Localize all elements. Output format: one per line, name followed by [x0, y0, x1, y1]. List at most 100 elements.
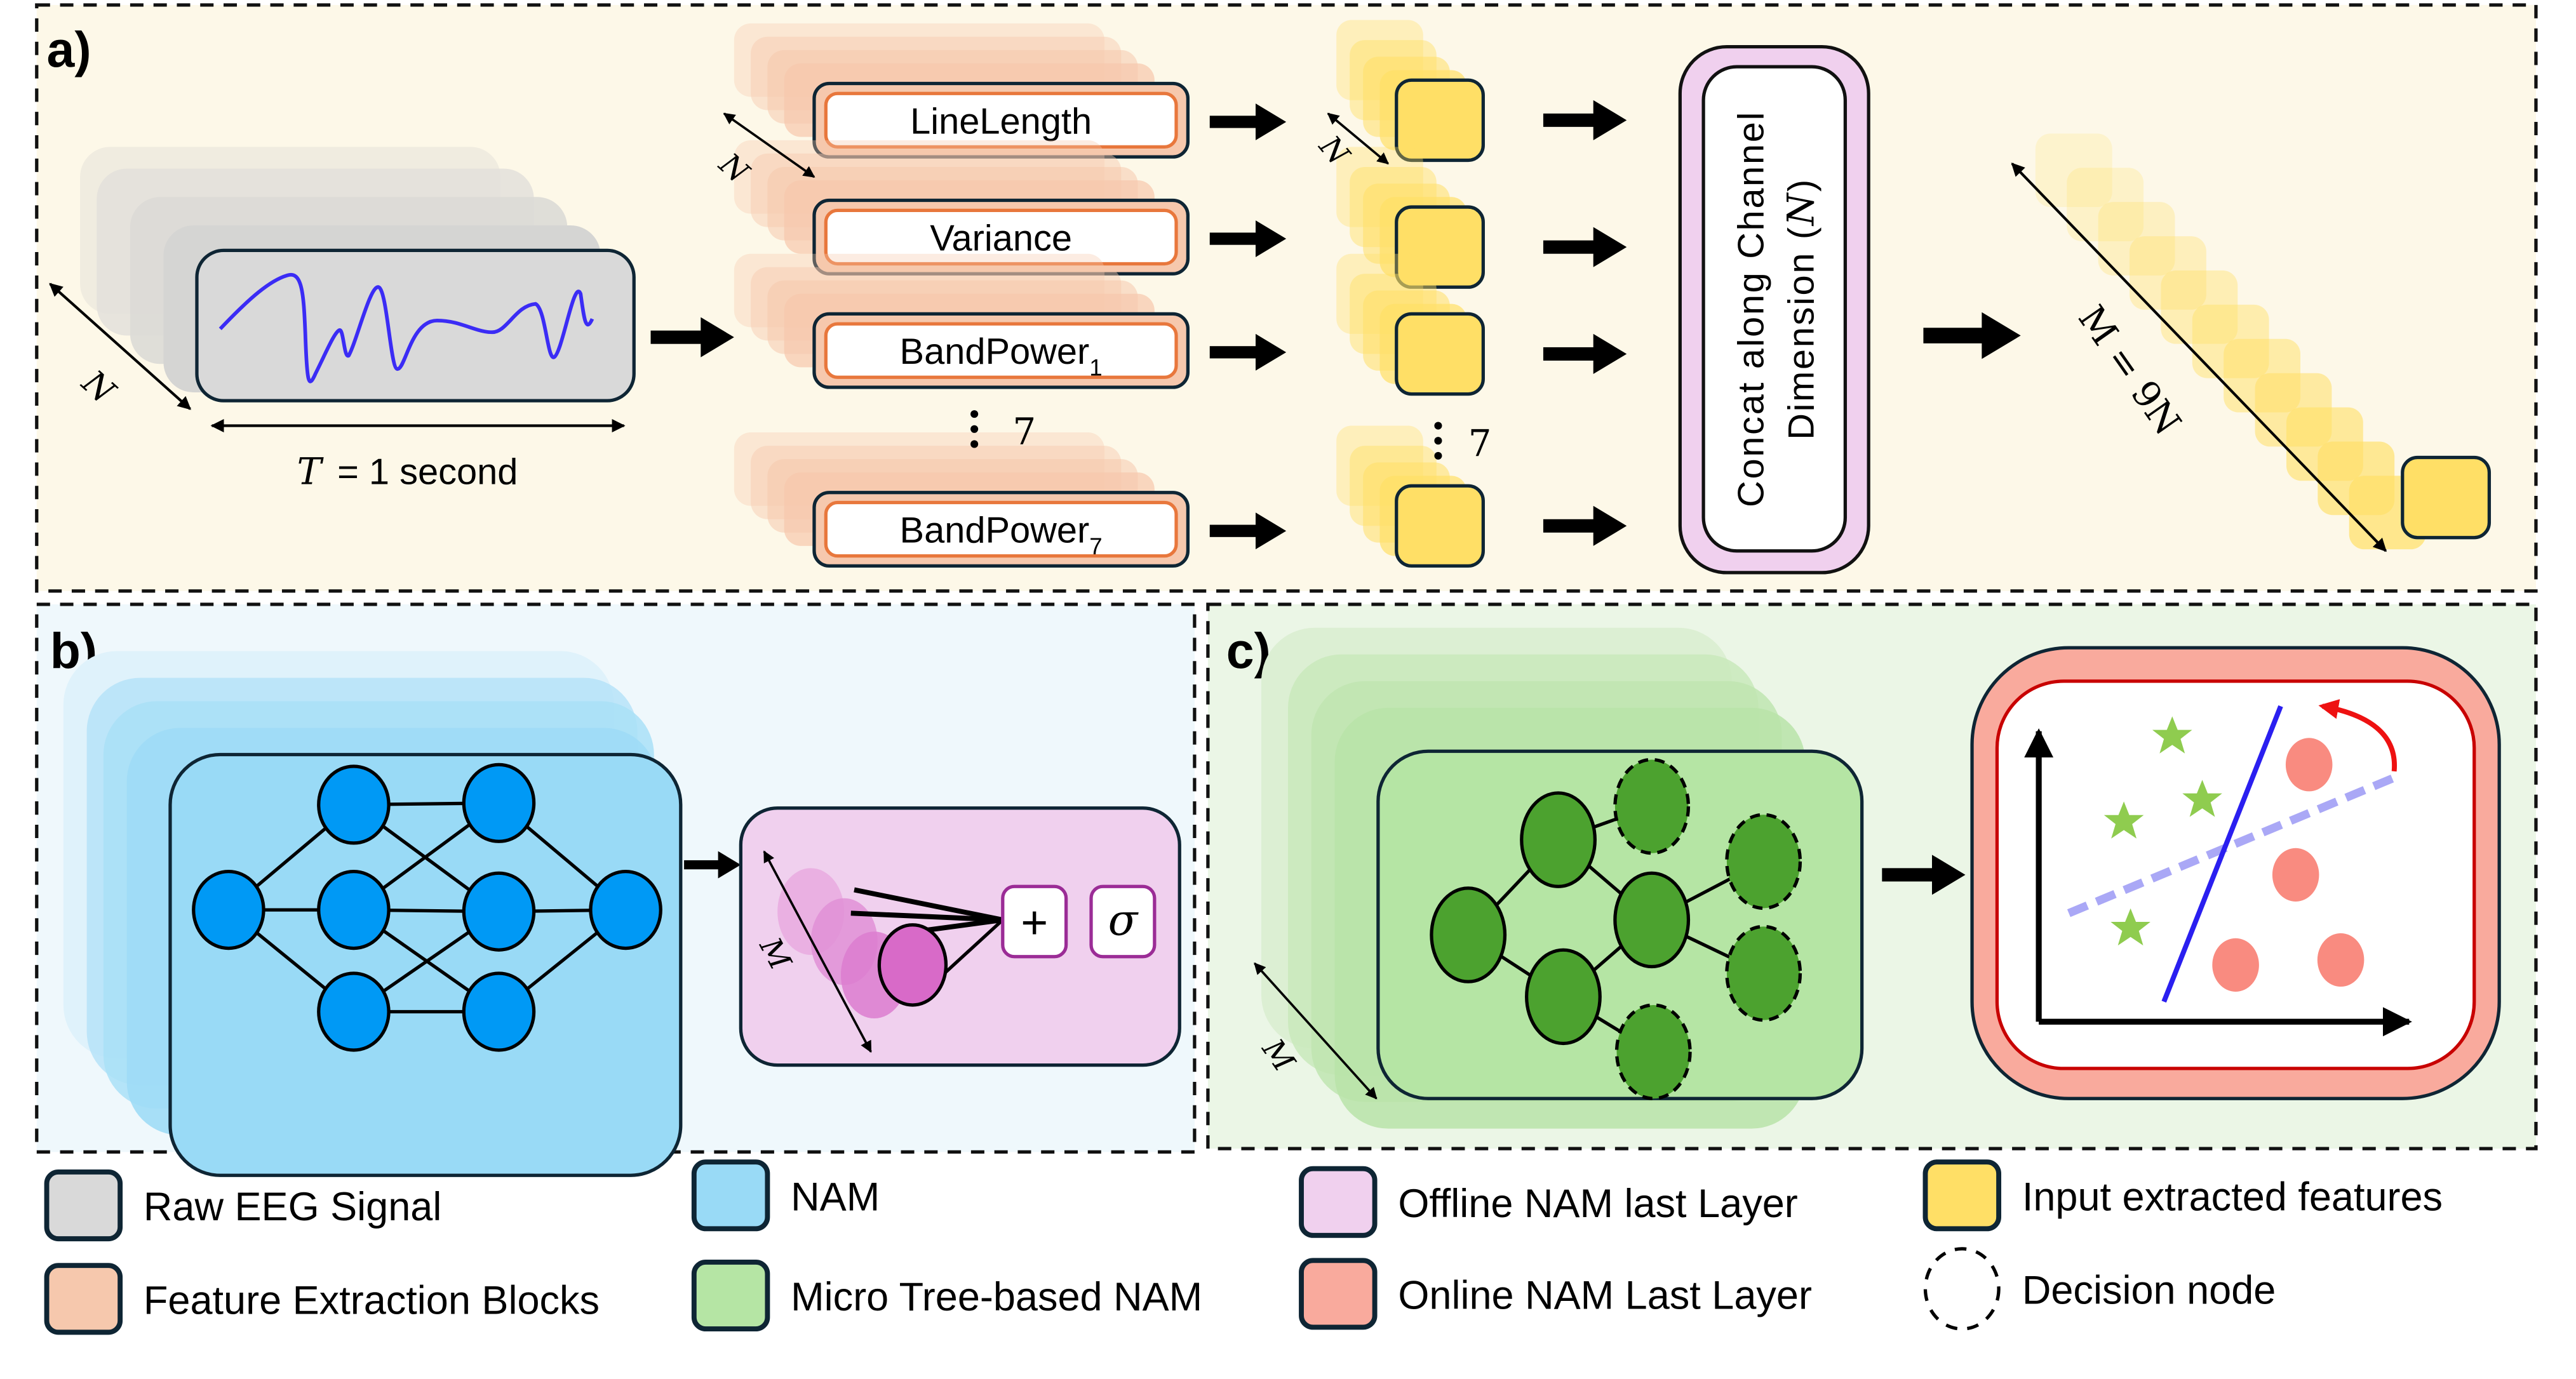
feature-output-stack	[1336, 253, 1627, 396]
sum-operator	[1001, 884, 1068, 959]
feature-block-label: BandPower7	[900, 510, 1103, 559]
feature-name: BandPower	[900, 510, 1090, 551]
time-caption-text: = 1 second	[337, 452, 518, 493]
class-b-dot	[2212, 938, 2259, 992]
legend-label: Micro Tree-based NAM	[791, 1275, 1202, 1319]
feature-name: Variance	[930, 218, 1072, 258]
feature-block-stack: BandPower7	[734, 432, 1287, 568]
feature-block-stack: LineLength	[734, 23, 1287, 159]
dimension-arrow-n	[49, 283, 192, 410]
tree-node	[1430, 886, 1507, 983]
nam-block	[168, 752, 683, 1177]
decision-node	[1614, 1003, 1692, 1100]
eeg-waveform	[218, 272, 594, 383]
extracted-feature-stacks	[1336, 20, 1627, 568]
feature-block-label: BandPower1	[900, 331, 1103, 380]
feature-name: LineLength	[910, 101, 1092, 142]
legend-label: Feature Extraction Blocks	[144, 1278, 600, 1322]
nam-network	[192, 763, 662, 1052]
nam-node	[462, 971, 536, 1052]
legend-label: NAM	[791, 1175, 880, 1219]
decision-node	[1613, 757, 1691, 855]
legend-swatch	[1299, 1166, 1378, 1238]
tree-node	[1613, 871, 1691, 969]
feature-block-inner	[824, 208, 1178, 266]
decision-plot-frame	[1995, 679, 2476, 1070]
feature-block-label: Variance	[930, 218, 1072, 258]
feature-name: BandPower	[900, 331, 1090, 372]
updated-decision-boundary	[2161, 705, 2283, 1003]
legend-swatch	[1299, 1258, 1378, 1330]
concat-block: Concat along Channel Dimension (N)	[1678, 44, 1870, 575]
nam-node	[317, 869, 391, 950]
feature-output-stack	[1336, 147, 1627, 289]
panel-b-frame	[35, 603, 1197, 1154]
legend-swatch	[44, 1263, 123, 1335]
panel-a-label: a)	[47, 22, 91, 77]
tree-node	[1520, 791, 1597, 888]
offline-edge	[850, 910, 1003, 923]
dimension-arrow-n	[1327, 112, 1390, 165]
raw-eeg-block	[195, 248, 636, 403]
panel-b: b) M + σ	[35, 603, 1197, 1177]
tree-node	[1525, 948, 1602, 1046]
legend-label: Online NAM Last Layer	[1398, 1274, 1812, 1318]
feature-ellipsis: 7	[1434, 422, 1491, 465]
tree-network	[1430, 757, 1802, 1100]
feature-block-inner	[824, 322, 1178, 379]
boundary-update-arrow	[2318, 699, 2397, 772]
legend-item: Feature Extraction Blocks	[44, 1263, 600, 1335]
legend-item: NAM	[691, 1159, 880, 1232]
offline-node	[877, 923, 948, 1007]
feature-block-inner	[824, 91, 1178, 149]
class-b-dot	[2272, 848, 2319, 902]
feature-block-label: LineLength	[910, 101, 1092, 142]
feature-block-stack: Variance	[734, 140, 1287, 276]
nam-node	[462, 871, 536, 952]
ellipsis-count: 7	[1013, 410, 1036, 453]
concat-label-line1: Concat along Channel	[1731, 110, 1772, 507]
feature-block-stack: BandPower1	[734, 253, 1287, 389]
dimension-arrow-n	[723, 112, 815, 178]
legend-item: Input extracted features	[1922, 1159, 2443, 1232]
feature-output	[1395, 484, 1485, 568]
legend-decision-node-icon	[1923, 1247, 2001, 1331]
feature-subscript: 7	[1089, 533, 1102, 559]
legend-item: Online NAM Last Layer	[1299, 1258, 1812, 1330]
concat-close-paren: )	[1781, 178, 1822, 192]
panel-a-frame	[35, 3, 2538, 593]
nam-node	[317, 764, 391, 845]
legend-item: Micro Tree-based NAM	[691, 1259, 1202, 1332]
legend: Raw EEG Signal NAM Offline NAM last Layer I…	[44, 1159, 2443, 1335]
sum-symbol: +	[1021, 896, 1048, 949]
dimension-arrow-m	[2011, 163, 2387, 552]
dimension-arrow-m	[1254, 962, 1378, 1100]
legend-item: Raw EEG Signal	[44, 1169, 441, 1242]
concat-variable: N	[1780, 192, 1823, 227]
offline-edge	[941, 918, 1004, 976]
concat-label-line2: Dimension (N)	[1780, 178, 1823, 440]
legend-label: Decision node	[2022, 1269, 2276, 1313]
feature-output	[1395, 312, 1485, 396]
legend-label: Offline NAM last Layer	[1398, 1182, 1797, 1226]
legend-swatch	[1922, 1159, 2002, 1232]
decision-node	[1725, 813, 1802, 910]
feature-output-stack	[1336, 425, 1627, 568]
legend-label: Input extracted features	[2022, 1175, 2443, 1219]
legend-swatch	[691, 1159, 770, 1232]
time-variable: T	[297, 450, 325, 493]
block-ellipsis: 7	[970, 410, 1036, 453]
feature-block-inner	[824, 500, 1178, 558]
nam-node	[589, 869, 662, 950]
legend-swatch	[691, 1259, 770, 1332]
legend-label: Raw EEG Signal	[144, 1185, 441, 1229]
class-b-dot	[2285, 738, 2333, 792]
legend-swatch	[44, 1169, 123, 1242]
ellipsis-count: 7	[1468, 422, 1492, 465]
legend-item: Decision node	[1923, 1247, 2276, 1331]
sigmoid-operator	[1089, 884, 1157, 959]
panel-c-frame	[1206, 603, 2538, 1150]
feature-output	[1395, 205, 1485, 289]
